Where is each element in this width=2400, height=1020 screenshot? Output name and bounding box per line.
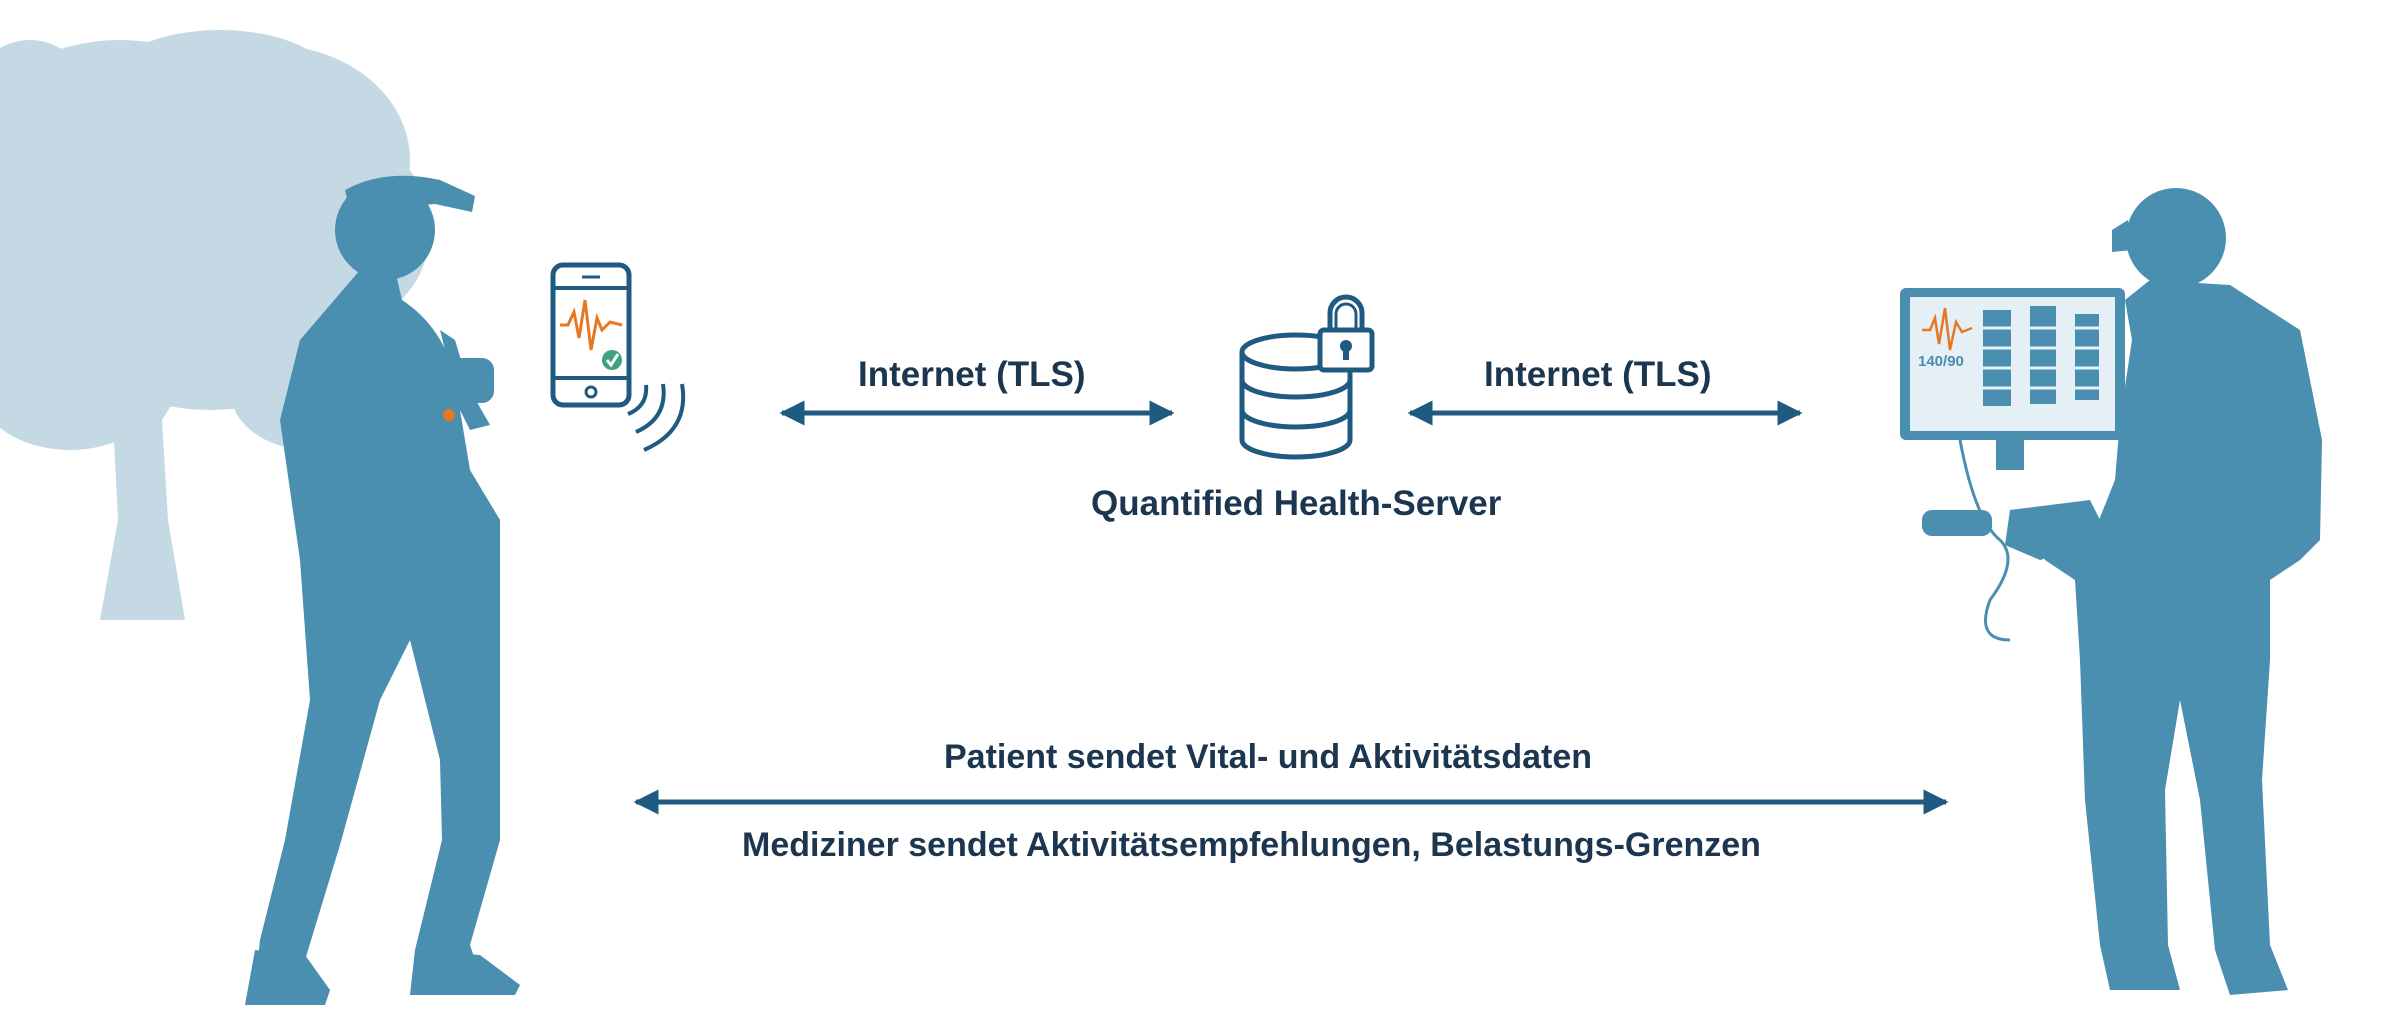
- monitor-blood-pressure: 140/90: [1918, 353, 1964, 370]
- doctor-sends-label: Mediziner sendet Aktivitätsempfehlungen,…: [742, 826, 1761, 864]
- internet-label-left: Internet (TLS): [858, 355, 1086, 394]
- wireless-signal-icon: [627, 383, 686, 452]
- wristband-icon: [443, 409, 455, 421]
- internet-label-right: Internet (TLS): [1484, 355, 1712, 394]
- database-lock-icon: [1239, 294, 1375, 460]
- server-label: Quantified Health-Server: [1091, 484, 1502, 523]
- doctor-silhouette-icon: [2005, 188, 2322, 995]
- walking-patient-silhouette-icon: [245, 175, 520, 1005]
- monitor-dashboard-icon: [1900, 288, 2125, 642]
- patient-sends-label: Patient sendet Vital- und Aktivitätsdate…: [944, 738, 1593, 776]
- smartphone-ecg-icon: [550, 262, 632, 408]
